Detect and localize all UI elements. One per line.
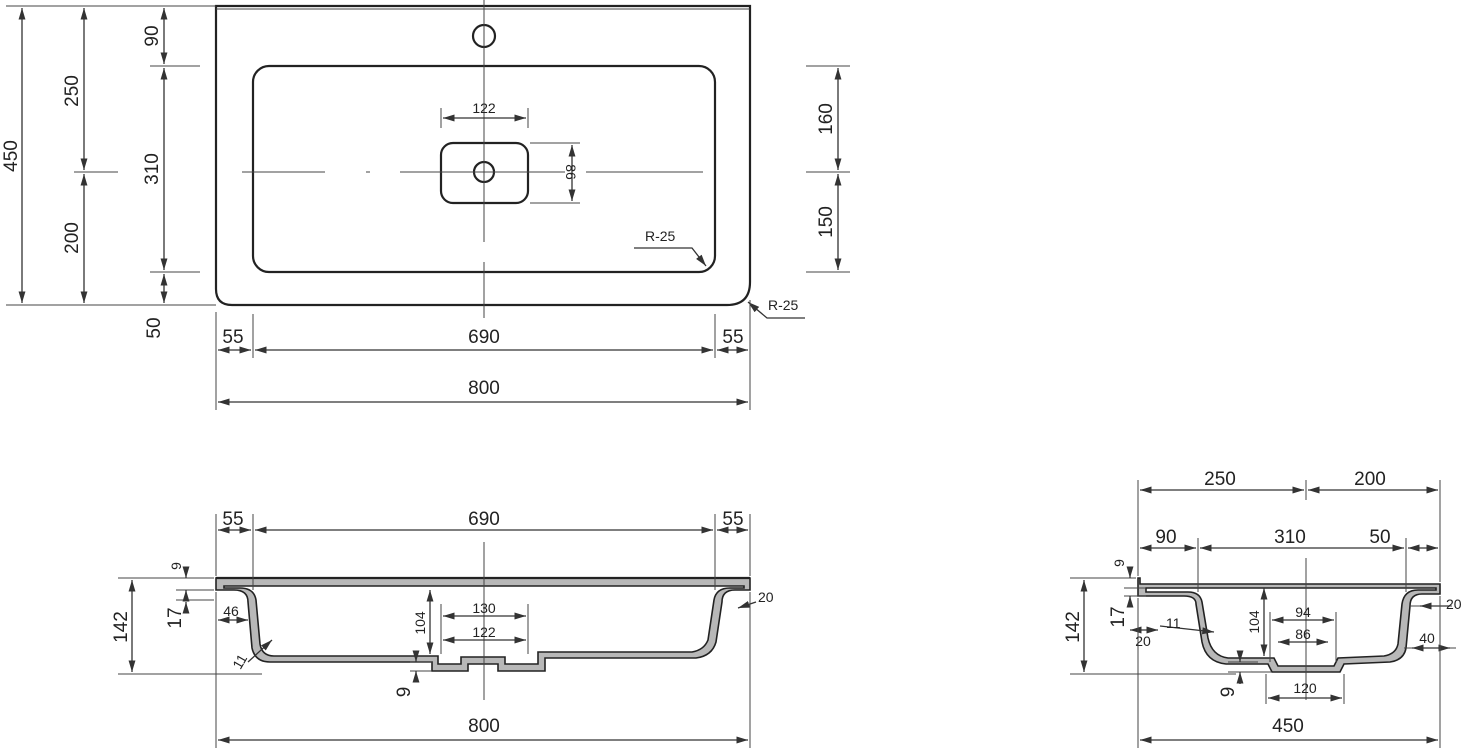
dim-side-bowl-height: 104 (1246, 610, 1262, 634)
dim-front-bottom-thickness: 9 (394, 687, 415, 698)
label-inner-radius: R-25 (645, 228, 676, 244)
label-outer-radius: R-25 (768, 297, 799, 313)
dim-top-bowl-depth: 310 (142, 153, 163, 185)
dim-top-depth-rear: 250 (62, 75, 83, 107)
dim-side-drain-outer: 94 (1295, 604, 1311, 620)
top-view-outline (214, 4, 752, 307)
dim-front-overall-height: 142 (111, 611, 132, 643)
dim-side-rear-wall: 20 (1135, 633, 1151, 649)
dim-side-top-thickness: 9 (1111, 559, 1127, 567)
dim-front-inner-offset: 46 (223, 603, 239, 619)
dim-front-side-rim-right: 55 (722, 509, 743, 530)
dim-top-drain-width: 122 (472, 100, 496, 116)
dim-top-depth-front: 200 (62, 222, 83, 254)
dim-top-bowl-rear-half: 160 (816, 103, 837, 135)
dim-front-top-thickness: 9 (168, 562, 184, 570)
dim-top-front-rim: 50 (144, 317, 165, 338)
dim-front-drain-inner: 122 (472, 624, 496, 640)
front-section: 55 690 55 142 9 17 46 11 104 130 122 (111, 509, 774, 748)
dim-side-overall-height: 142 (1063, 611, 1084, 643)
front-section-body (215, 577, 751, 672)
dim-top-bowl-front-half: 150 (816, 206, 837, 238)
dim-top-drain-depth: 86 (563, 164, 579, 180)
dim-front-bowl-height: 104 (412, 611, 428, 635)
dim-front-wall: 20 (758, 589, 774, 605)
dim-side-overall-depth: 450 (1272, 716, 1304, 737)
dim-top-overall-depth: 450 (1, 140, 22, 172)
dim-side-drain-inner: 86 (1295, 626, 1311, 642)
dim-side-depth-front: 200 (1354, 469, 1386, 490)
dim-top-side-rim-left: 55 (222, 327, 243, 348)
top-view: 450 250 200 90 310 50 160 150 122 86 R-2… (1, 0, 850, 410)
dim-side-front-wall: 20 (1446, 596, 1462, 612)
dim-front-drain-outer: 130 (472, 600, 496, 616)
dim-side-rim-drop: 17 (1108, 606, 1129, 627)
dim-top-side-rim-right: 55 (722, 327, 743, 348)
dim-front-side-rim-left: 55 (222, 509, 243, 530)
side-section-body (1137, 577, 1441, 673)
dim-side-inner-radius: 11 (1166, 615, 1181, 631)
dim-top-overall-width: 800 (468, 378, 500, 399)
dim-top-bowl-width: 690 (468, 327, 500, 348)
side-section: 250 200 90 310 50 142 9 17 20 11 104 (1063, 469, 1462, 748)
dim-side-rear-rim: 90 (1155, 527, 1176, 548)
dim-side-front-rim: 50 (1369, 527, 1390, 548)
dim-front-bowl-width: 690 (468, 509, 500, 530)
dim-front-rim-drop: 17 (165, 607, 186, 628)
dim-side-depth-rear: 250 (1204, 469, 1236, 490)
dim-front-overall-width: 800 (468, 716, 500, 737)
dim-front-inner-radius: 11 (229, 651, 250, 672)
dim-side-bottom-thickness: 9 (1218, 687, 1239, 698)
dim-top-rear-rim: 90 (142, 25, 163, 46)
dim-side-base-width: 120 (1293, 680, 1317, 696)
dim-side-bowl-depth: 310 (1274, 527, 1306, 548)
dim-side-front-offset: 40 (1419, 630, 1435, 646)
